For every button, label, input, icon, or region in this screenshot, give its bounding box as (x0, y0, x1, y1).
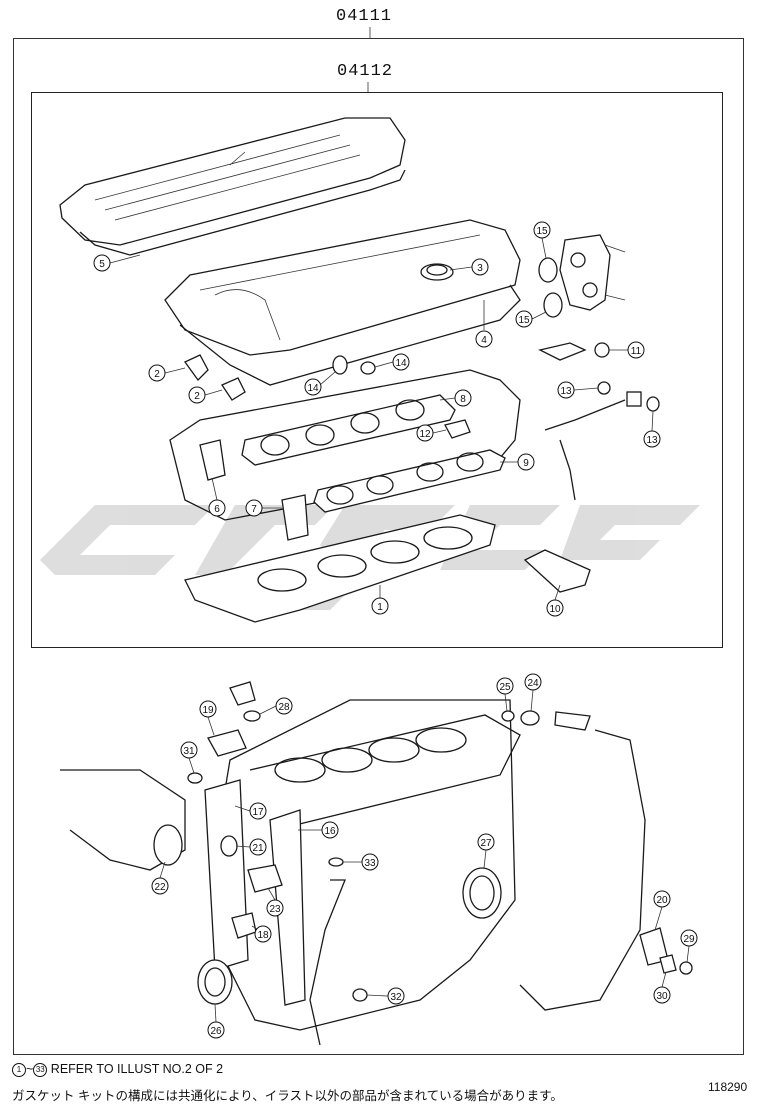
callout-label: 13 (646, 435, 658, 446)
callouts: 1 2 2 3 4 5 6 7 8 9 10 11 12 13 13 14 14… (93, 221, 698, 1039)
callout-label: 3 (477, 263, 483, 274)
ref-start-number: 1 (12, 1062, 26, 1077)
callout-label: 15 (536, 226, 548, 237)
callout-13b (643, 430, 661, 448)
callout-label: 19 (202, 705, 214, 716)
small-parts-upper (184, 342, 660, 501)
callout-label: 20 (656, 895, 668, 906)
callout-label: 5 (99, 259, 105, 270)
callout-8 (454, 389, 472, 407)
callout-2a (148, 364, 166, 382)
callout-label: 27 (480, 838, 492, 849)
reference-note: 1~33 REFER TO ILLUST NO.2 OF 2 (12, 1062, 223, 1077)
callout-label: 32 (390, 992, 402, 1003)
callout-label: 16 (324, 826, 336, 837)
callout-label: 10 (549, 604, 561, 615)
cylinder-head (169, 369, 521, 541)
head-cover (164, 219, 521, 386)
callout-23 (266, 899, 284, 917)
callout-label: 4 (481, 335, 487, 346)
callout-label: 12 (419, 429, 431, 440)
callout-19 (199, 700, 217, 718)
callout-16 (321, 821, 339, 839)
callout-label: 2 (154, 369, 160, 380)
callout-6 (208, 499, 226, 517)
callout-25 (496, 677, 514, 695)
callout-label: 8 (460, 394, 466, 405)
kit-frame (13, 38, 744, 1055)
callout-31 (180, 741, 198, 759)
callout-22 (151, 877, 169, 895)
document-id: 118290 (708, 1080, 748, 1094)
callout-27 (477, 833, 495, 851)
callout-label: 2 (194, 391, 200, 402)
head-gasket (184, 514, 496, 623)
ref-tilde: ~ (26, 1062, 34, 1076)
callout-5 (93, 254, 111, 272)
ref-text: REFER TO ILLUST NO.2 OF 2 (50, 1062, 224, 1076)
callout-label: 22 (154, 882, 166, 893)
callout-4 (475, 330, 493, 348)
callout-26 (207, 1021, 225, 1039)
callout-label: 13 (560, 386, 572, 397)
callout-label: 14 (307, 383, 319, 394)
callout-label: 21 (252, 843, 264, 854)
callout-1 (371, 597, 389, 615)
callout-label: 28 (278, 702, 290, 713)
callout-20 (653, 890, 671, 908)
callout-9 (517, 453, 535, 471)
callout-label: 6 (214, 504, 220, 515)
japanese-note: ガスケット キットの構成には共通化により、イラスト以外の部品が含まれている場合が… (12, 1089, 563, 1103)
cam-cover (59, 117, 406, 256)
callout-24 (524, 673, 542, 691)
callout-28 (275, 697, 293, 715)
callout-label: 26 (210, 1026, 222, 1037)
callout-label: 14 (395, 358, 407, 369)
small-parts-lower (187, 681, 693, 1046)
callout-2b (188, 386, 206, 404)
ref-end-number: 33 (33, 1062, 48, 1077)
subkit-frame (31, 92, 723, 648)
callout-15a (533, 221, 551, 239)
callout-label: 25 (499, 682, 511, 693)
plug-seals (538, 234, 626, 318)
callout-32 (387, 987, 405, 1005)
callout-label: 31 (183, 746, 195, 757)
callout-7 (245, 499, 263, 517)
callout-label: 29 (683, 934, 695, 945)
callout-label: 33 (364, 858, 376, 869)
callout-label: 23 (269, 904, 281, 915)
callout-label: 17 (252, 807, 264, 818)
callout-14b (392, 353, 410, 371)
gasket-10 (523, 549, 591, 593)
callout-label: 7 (251, 504, 257, 515)
callout-13a (557, 381, 575, 399)
callout-15b (515, 310, 533, 328)
callout-label: 1 (377, 602, 383, 613)
callout-label: 15 (518, 315, 530, 326)
callout-label: 24 (527, 678, 539, 689)
callout-11 (627, 341, 645, 359)
callout-33 (361, 853, 379, 871)
kit-code: 04111 (336, 7, 393, 26)
callout-3 (471, 258, 489, 276)
callout-14a (304, 378, 322, 396)
callout-label: 11 (631, 346, 642, 357)
callout-label: 18 (257, 930, 269, 941)
callout-label: 30 (656, 991, 668, 1002)
callout-18 (254, 925, 272, 943)
callout-12 (416, 424, 434, 442)
callout-10 (546, 599, 564, 617)
engine-block (60, 699, 646, 1031)
callout-21 (249, 838, 267, 856)
callout-17 (249, 802, 267, 820)
callout-29 (680, 929, 698, 947)
callout-30 (653, 986, 671, 1004)
subkit-code: 04112 (337, 62, 394, 81)
callout-label: 9 (523, 458, 529, 469)
